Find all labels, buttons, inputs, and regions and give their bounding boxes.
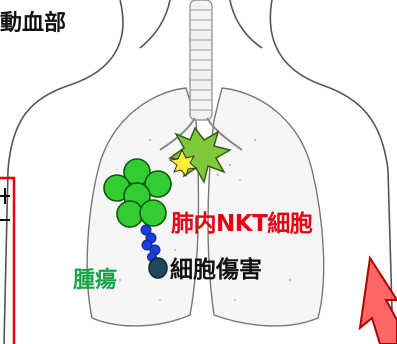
damaged-cell-icon (148, 257, 168, 279)
pointer-arrow-icon (358, 255, 397, 344)
tumor-cluster (103, 158, 172, 228)
header-text-fragment: 動血部 (0, 11, 67, 36)
nkt-cells-label: 肺内NKT細胞 (171, 211, 313, 237)
torso-outline (3, 0, 394, 344)
cell-damage-label: 細胞傷害 (170, 257, 262, 283)
small-star-burst-icon (168, 148, 198, 178)
nkt-dendrite (140, 224, 161, 262)
frame-text-fragment (0, 188, 10, 221)
tumor-label: 腫瘍 (73, 268, 118, 293)
red-frame (0, 176, 16, 344)
trachea (159, 0, 243, 151)
